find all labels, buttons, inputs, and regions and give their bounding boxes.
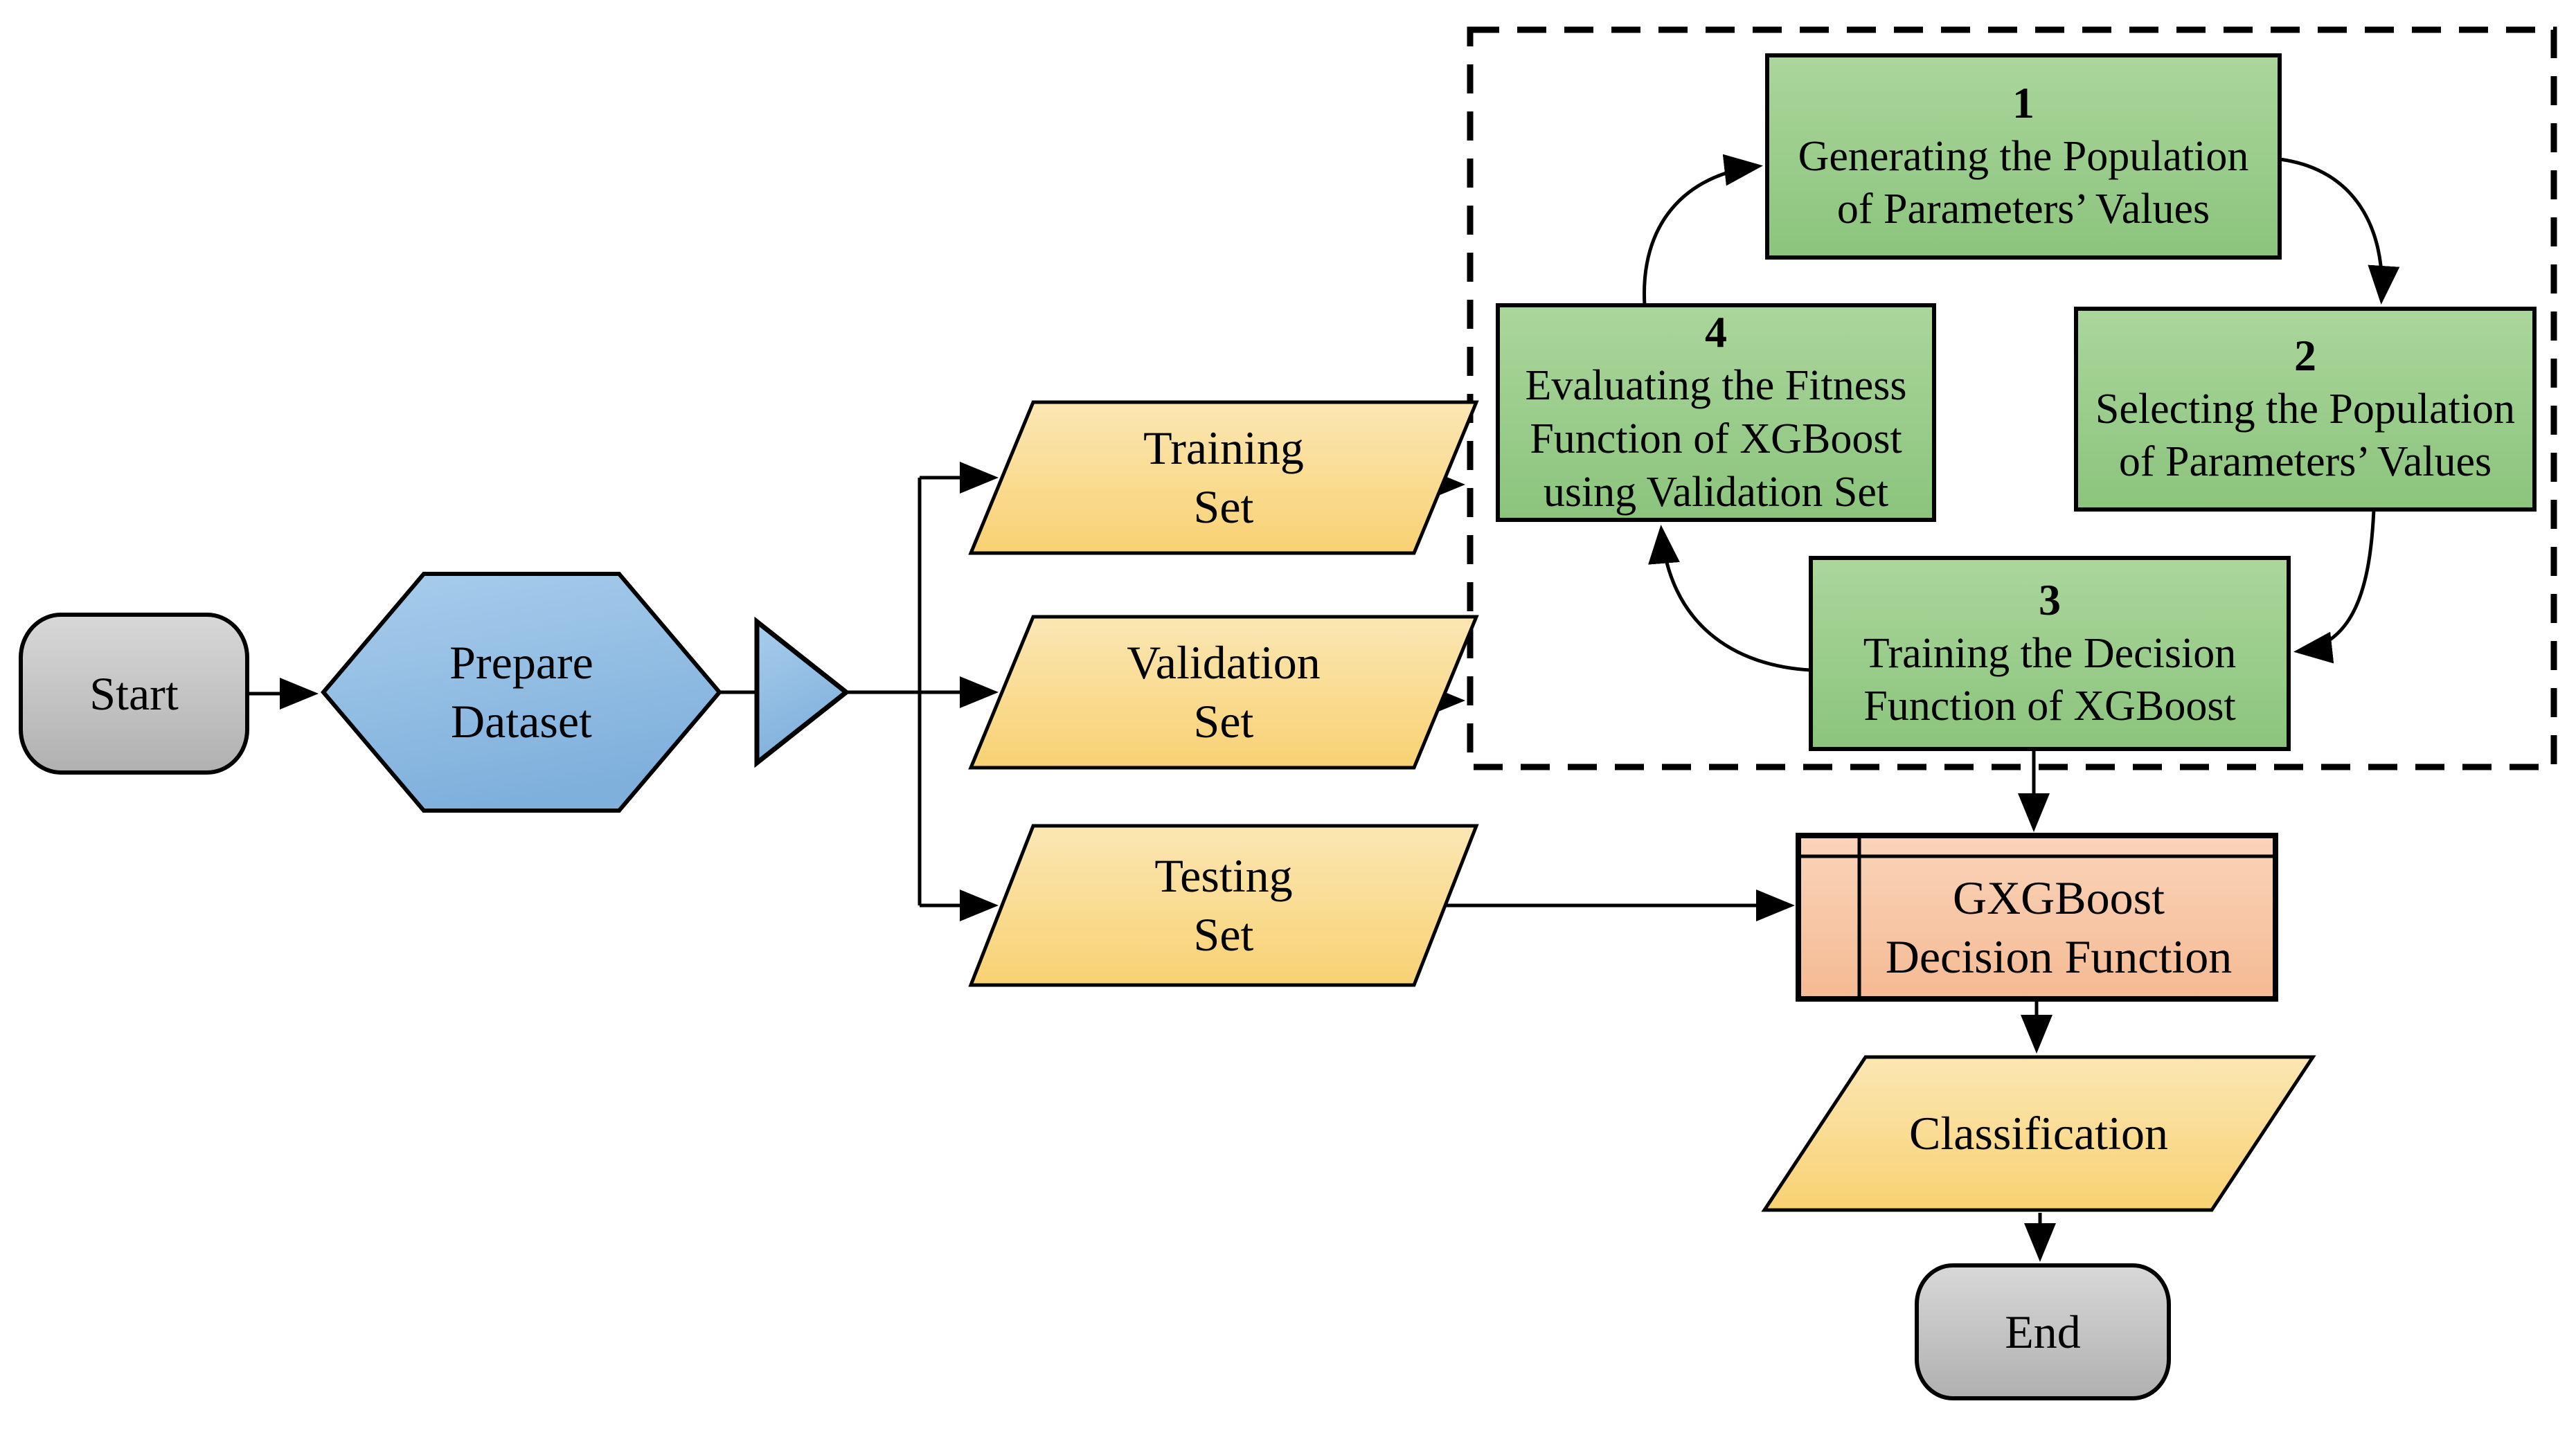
testing-set-node [968,824,1479,987]
ga-step2-number: 2 [2294,330,2316,380]
connector-step4-to-step1 [1642,154,1763,306]
ga-step2-text: Selecting the Population of Parameters’ … [2095,385,2516,486]
ga-step4-text: Evaluating the Fitness Function of XGBoo… [1525,362,1907,516]
training-set-node [968,400,1479,555]
ga-step2-node [2074,307,2537,512]
classification-node [1761,1055,2316,1212]
ga-step3-number: 3 [2039,575,2061,624]
connector-step1-to-step2 [2279,157,2400,305]
testing-set-label: Testing Set [1154,849,1293,961]
prepare-dataset-label: Prepare Dataset [449,636,593,748]
classification-label: Classification [1909,1107,2168,1159]
ga-step2-label: 2 Selecting the Population of Parameters… [2076,309,2534,509]
ga-step1-text: Generating the Population of Parameters’… [1798,132,2249,233]
ga-step1-label: 1 Generating the Population of Parameter… [1767,55,2280,258]
prepare-dataset-node [321,572,722,813]
validation-set-node [968,615,1479,770]
start-node [19,613,249,775]
gxgboost-node [1796,833,2278,1002]
ga-step3-text: Training the Decision Function of XGBoos… [1863,629,2237,730]
ga-step4-label: 4 Evaluating the Fitness Function of XGB… [1498,305,1934,520]
start-label: Start [89,667,179,720]
ga-step1-number: 1 [2012,78,2034,127]
ga-step4-node [1496,303,1936,522]
splitter-triangle [754,616,850,768]
validation-set-label: Validation Set [1127,636,1321,748]
connector-step3-to-step4 [1648,525,1812,672]
ga-step3-label: 3 Training the Decision Function of XGBo… [1811,558,2289,749]
end-node [1915,1263,2171,1400]
ga-step4-number: 4 [1705,307,1727,357]
end-label: End [2005,1305,2081,1358]
training-set-label: Training Set [1143,422,1304,533]
ga-step1-node [1765,53,2282,260]
connector-step2-to-step3 [2293,509,2376,664]
ga-loop-dashed-box [1467,26,2557,770]
gxgboost-label: GXGBoost Decision Function [1885,872,2233,983]
ga-step3-node [1809,556,2291,751]
